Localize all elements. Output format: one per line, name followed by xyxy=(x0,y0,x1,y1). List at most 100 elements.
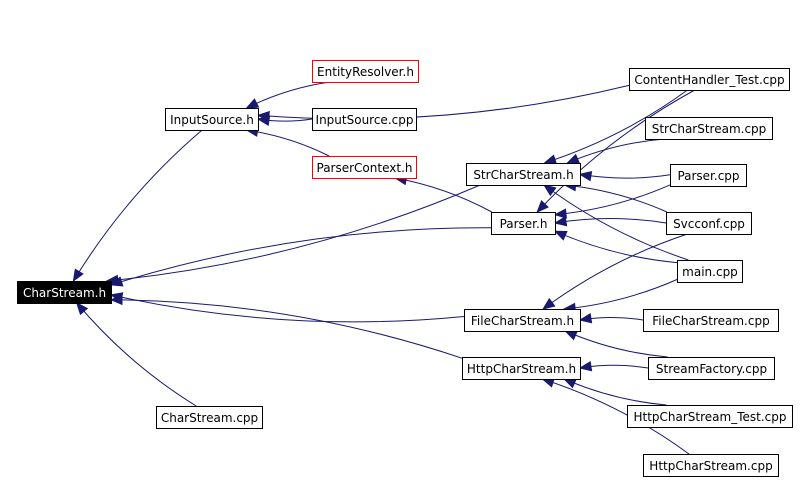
edge-line xyxy=(554,184,671,216)
edge-main_cpp-to-strcharstream_h xyxy=(543,184,689,261)
edge-inputsource_h-to-charstream_h xyxy=(72,129,203,283)
node-label: StreamFactory.cpp xyxy=(656,362,767,376)
node-charstream-cpp[interactable]: CharStream.cpp xyxy=(156,406,263,429)
node-box xyxy=(464,309,581,332)
edge-line xyxy=(542,378,690,455)
edge-line xyxy=(564,378,667,406)
node-label: EntityResolver.h xyxy=(317,65,414,79)
node-svcconf-cpp[interactable]: Svcconf.cpp xyxy=(666,212,752,235)
edge-contenthandler_test_cpp-to-inputsource_h xyxy=(256,84,630,122)
arrowhead-icon xyxy=(536,200,549,213)
edge-filecharstream_cpp-to-filecharstream_h xyxy=(578,312,644,324)
edge-entityresolver_h-to-inputsource_h xyxy=(245,81,330,109)
node-box xyxy=(312,156,417,179)
node-label: main.cpp xyxy=(682,265,738,279)
node-parser-cpp[interactable]: Parser.cpp xyxy=(670,164,747,187)
node-parser-h[interactable]: Parser.h xyxy=(491,212,556,235)
edge-line xyxy=(544,89,688,164)
edge-line xyxy=(542,233,688,310)
arrowhead-icon xyxy=(553,230,568,241)
edge-line xyxy=(76,302,197,407)
arrowhead-icon xyxy=(566,153,580,164)
edge-parsercontext_h-to-inputsource_h xyxy=(245,126,330,157)
edge-line xyxy=(110,227,492,286)
node-httpcharstream-h[interactable]: HttpCharStream.h xyxy=(462,357,581,380)
node-entityresolver-h[interactable]: EntityResolver.h xyxy=(312,60,419,83)
edge-parser_cpp-to-parser_h xyxy=(553,184,671,219)
node-strcharstream-cpp[interactable]: StrCharStream.cpp xyxy=(645,117,773,140)
node-label: Parser.h xyxy=(500,217,548,231)
node-parsercontext-h[interactable]: ParserContext.h xyxy=(312,156,417,179)
edge-line xyxy=(554,218,667,224)
node-charstream-h[interactable]: CharStream.h xyxy=(17,281,112,304)
node-label: InputSource.h xyxy=(170,113,254,127)
node-label: FileCharStream.h xyxy=(471,314,574,328)
arrowhead-icon xyxy=(543,184,557,197)
node-box xyxy=(648,357,775,380)
arrowhead-icon xyxy=(578,312,593,324)
arrowhead-icon xyxy=(543,154,558,165)
node-box xyxy=(462,357,581,380)
node-label: Parser.cpp xyxy=(677,169,739,183)
edge-line xyxy=(246,129,330,157)
arrowhead-icon xyxy=(553,208,567,219)
edge-line xyxy=(110,294,465,323)
arrowhead-icon xyxy=(562,378,577,389)
arrowhead-icon xyxy=(256,110,270,122)
arrowhead-icon xyxy=(75,301,89,316)
node-streamfactory-cpp[interactable]: StreamFactory.cpp xyxy=(648,357,775,380)
arrowhead-icon xyxy=(109,276,124,287)
node-inputsource-cpp[interactable]: InputSource.cpp xyxy=(312,108,417,131)
edge-layer xyxy=(72,81,696,455)
node-httpcharstream-test-cpp[interactable]: HttpCharStream_Test.cpp xyxy=(627,405,793,428)
node-box xyxy=(643,454,779,477)
node-inputsource-h[interactable]: InputSource.h xyxy=(165,108,259,131)
edge-svcconf_cpp-to-parser_h xyxy=(553,215,667,227)
node-box xyxy=(156,406,263,429)
node-contenthandler-test-cpp[interactable]: ContentHandler_Test.cpp xyxy=(629,68,790,91)
edge-filecharstream_h-to-charstream_h xyxy=(109,292,465,323)
node-box xyxy=(643,309,779,332)
node-box xyxy=(312,60,419,83)
edge-line xyxy=(564,184,668,213)
node-main-cpp[interactable]: main.cpp xyxy=(677,260,743,283)
edge-line xyxy=(246,81,330,109)
node-label: StrCharStream.cpp xyxy=(652,122,767,136)
node-filecharstream-cpp[interactable]: FileCharStream.cpp xyxy=(643,309,779,332)
arrowhead-icon xyxy=(578,360,593,372)
edge-line xyxy=(565,330,668,358)
edge-contenthandler_test_cpp-to-parser_h xyxy=(536,89,696,213)
node-layer: CharStream.h InputSource.h EntityResolver.… xyxy=(17,60,793,477)
edge-parser_cpp-to-strcharstream_h xyxy=(578,171,671,182)
node-filecharstream-h[interactable]: FileCharStream.h xyxy=(464,309,581,332)
node-label: StrCharStream.h xyxy=(473,168,573,182)
edge-line xyxy=(554,230,678,264)
edge-line xyxy=(567,138,665,164)
edge-parser_h-to-charstream_h xyxy=(109,227,492,287)
arrowhead-icon xyxy=(564,330,578,341)
node-box xyxy=(312,108,417,131)
node-label: CharStream.cpp xyxy=(161,411,258,425)
edge-svcconf_cpp-to-filecharstream_h xyxy=(542,233,688,310)
node-httpcharstream-cpp[interactable]: HttpCharStream.cpp xyxy=(643,454,779,477)
node-box xyxy=(677,260,743,283)
edge-main_cpp-to-filecharstream_h xyxy=(562,279,678,314)
node-box xyxy=(17,281,112,304)
node-box xyxy=(629,68,790,91)
node-label: HttpCharStream_Test.cpp xyxy=(633,410,786,424)
edge-line xyxy=(72,129,203,282)
edge-charstream_cpp-to-charstream_h xyxy=(75,301,197,407)
node-box xyxy=(165,108,259,131)
arrowhead-icon xyxy=(245,98,260,109)
edge-line xyxy=(106,184,481,282)
arrowhead-icon xyxy=(578,171,593,182)
edge-strcharstream_cpp-to-strcharstream_h xyxy=(566,138,665,164)
edge-line xyxy=(579,173,671,179)
node-strcharstream-h[interactable]: StrCharStream.h xyxy=(466,163,581,186)
edge-line xyxy=(543,184,689,261)
edge-main_cpp-to-parser_h xyxy=(553,230,678,264)
node-box xyxy=(666,212,752,235)
edge-httpcharstream_h-to-charstream_h xyxy=(109,294,463,359)
node-label: InputSource.cpp xyxy=(316,113,414,127)
